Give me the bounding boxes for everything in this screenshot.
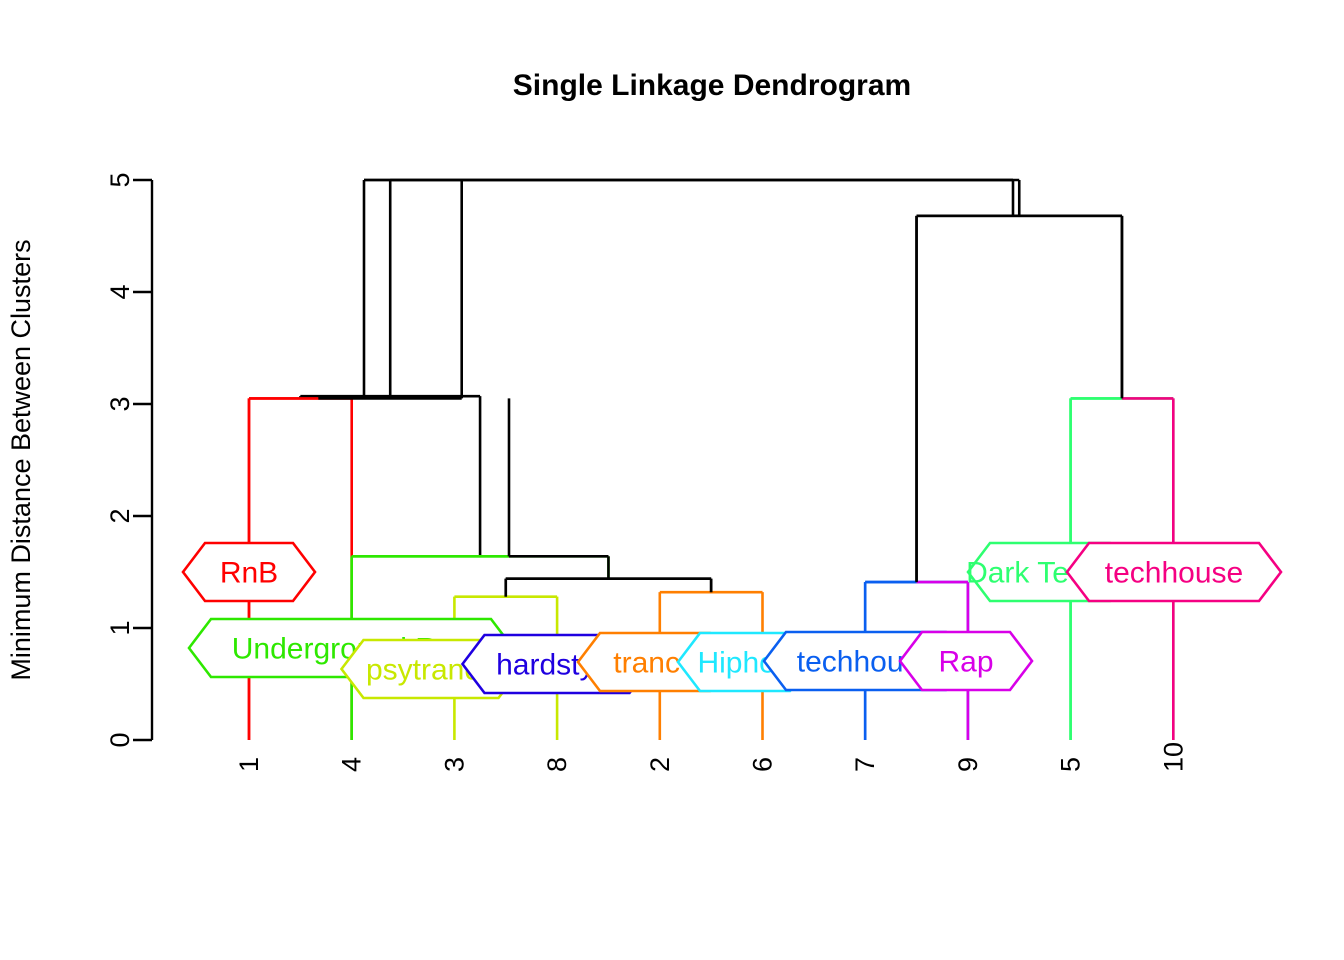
y-tick-label: 3: [105, 396, 135, 411]
x-tick-label-8: 8: [542, 757, 572, 772]
x-tick-label-2: 2: [645, 757, 675, 772]
genre-label-text-10: techhouse: [1105, 557, 1243, 590]
x-axis-ticks: 1 4 3 8 2 6 7 9 5 10: [234, 742, 1188, 772]
x-tick-label-7: 7: [850, 757, 880, 772]
genre-label-1[interactable]: RnB: [181, 541, 317, 603]
y-tick-label: 0: [105, 732, 135, 747]
dendrogram-branches: [247, 178, 1175, 740]
y-tick-label: 1: [105, 620, 135, 635]
dendrogram-node-n6-overlay: [504, 555, 713, 597]
dendrogram-node-n8: [299, 394, 482, 557]
dendrogram-node-root: [362, 178, 1013, 399]
y-tick-label: 4: [105, 284, 135, 299]
x-tick-label-4: 4: [337, 757, 367, 772]
y-tick-label: 2: [105, 508, 135, 523]
genre-label-9[interactable]: Rap: [898, 630, 1034, 692]
chart-title: Single Linkage Dendrogram: [513, 69, 911, 102]
genre-label-10[interactable]: techhouse: [1065, 541, 1283, 603]
x-tick-label-1: 1: [234, 757, 264, 772]
dendrogram-node-n6: [504, 577, 713, 597]
y-axis-label: Minimum Distance Between Clusters: [6, 239, 36, 680]
genre-label-text-9: Rap: [938, 646, 993, 679]
x-tick-label-5: 5: [1056, 757, 1086, 772]
x-tick-label-6: 6: [748, 757, 778, 772]
x-tick-label-10: 10: [1158, 742, 1188, 772]
dendrogram-node-n9-overlay: [915, 180, 1124, 583]
x-tick-label-9: 9: [953, 757, 983, 772]
genre-label-text-1: RnB: [220, 557, 278, 590]
y-tick-label: 5: [105, 172, 135, 187]
dendrogram-node-root: [388, 178, 1021, 397]
x-tick-label-3: 3: [439, 757, 469, 772]
